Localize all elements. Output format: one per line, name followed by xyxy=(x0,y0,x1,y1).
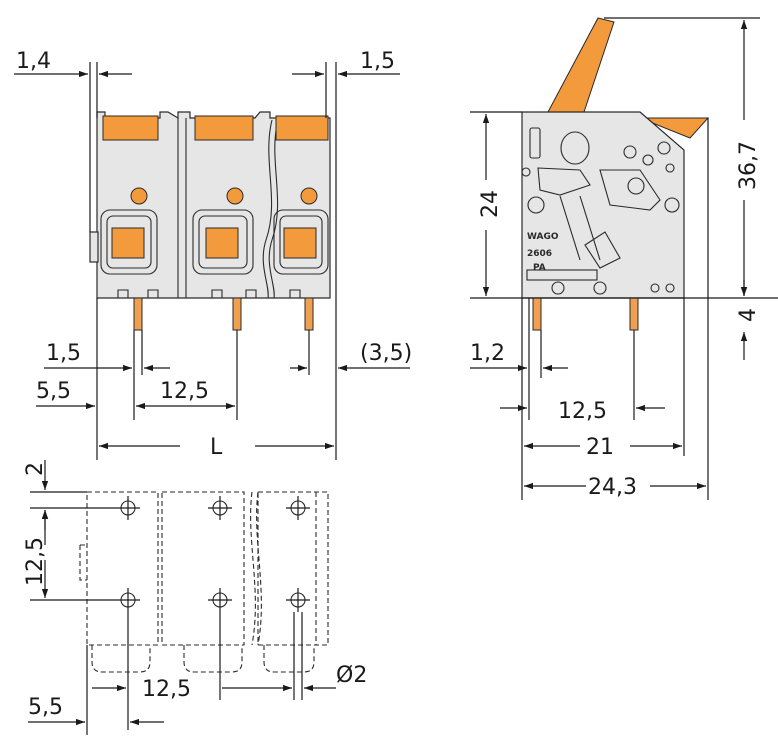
footprint-hole-1 xyxy=(116,496,140,520)
front-pin-1 xyxy=(133,297,143,331)
dim-front-edge-to-pin: 5,5 xyxy=(36,379,71,404)
dim-side-pin-width: 1,2 xyxy=(470,341,505,366)
dim-footprint-col-pitch: 12,5 xyxy=(142,677,191,702)
dim-footprint-row-pitch: 12,5 xyxy=(23,537,48,586)
side-lever xyxy=(547,17,615,113)
front-pin-2 xyxy=(232,297,242,331)
dim-front-right-ref: (3,5) xyxy=(360,341,412,366)
front-lever-1 xyxy=(102,115,159,141)
footprint-hole-4 xyxy=(116,588,140,612)
front-pin-3 xyxy=(304,297,314,331)
dim-side-pitch: 12,5 xyxy=(558,399,607,424)
dim-front-right-offset: 1,5 xyxy=(360,49,395,74)
footprint-hole-6 xyxy=(286,588,310,612)
dim-footprint-edge: 5,5 xyxy=(28,695,63,720)
dim-front-length: L xyxy=(210,435,223,460)
dim-side-pin-length: 4 xyxy=(736,308,761,322)
dim-front-pitch: 12,5 xyxy=(160,379,209,404)
side-pin-2 xyxy=(629,297,639,331)
dim-footprint-hole: Ø2 xyxy=(336,663,367,688)
footprint-hole-3 xyxy=(286,496,310,520)
side-brand-text: WAGO xyxy=(527,232,559,242)
dim-side-total-height: 36,7 xyxy=(736,141,761,190)
front-lever-2 xyxy=(194,115,254,141)
side-material-text: PA xyxy=(533,263,546,273)
front-release-1 xyxy=(130,187,148,205)
dim-footprint-top-offset: 2 xyxy=(23,462,48,476)
footprint-hole-2 xyxy=(208,496,232,520)
side-view: WAGO 2606 PA 24 36,7 4 1,2 12,5 xyxy=(470,17,778,500)
front-entry-1 xyxy=(100,209,158,275)
front-entry-2 xyxy=(192,209,254,275)
front-entry-3 xyxy=(273,209,329,275)
front-release-2 xyxy=(226,187,244,205)
side-pin-1 xyxy=(532,297,542,331)
front-side-latch xyxy=(89,231,99,263)
side-part-number: 2606 xyxy=(527,249,552,259)
dim-side-total-depth: 24,3 xyxy=(588,475,637,500)
dim-side-height: 24 xyxy=(478,190,503,218)
dim-front-pin-width: 1,5 xyxy=(46,341,81,366)
front-view: 1,4 1,5 1,5 5,5 12,5 (3,5) L xyxy=(14,49,412,460)
footprint-view: 2 12,5 12,5 Ø2 5,5 xyxy=(23,460,367,735)
front-lever-3 xyxy=(275,115,329,141)
dim-front-left-offset: 1,4 xyxy=(16,49,51,74)
dim-side-depth: 21 xyxy=(586,435,614,460)
front-release-3 xyxy=(300,187,318,205)
footprint-hole-5 xyxy=(208,588,232,612)
